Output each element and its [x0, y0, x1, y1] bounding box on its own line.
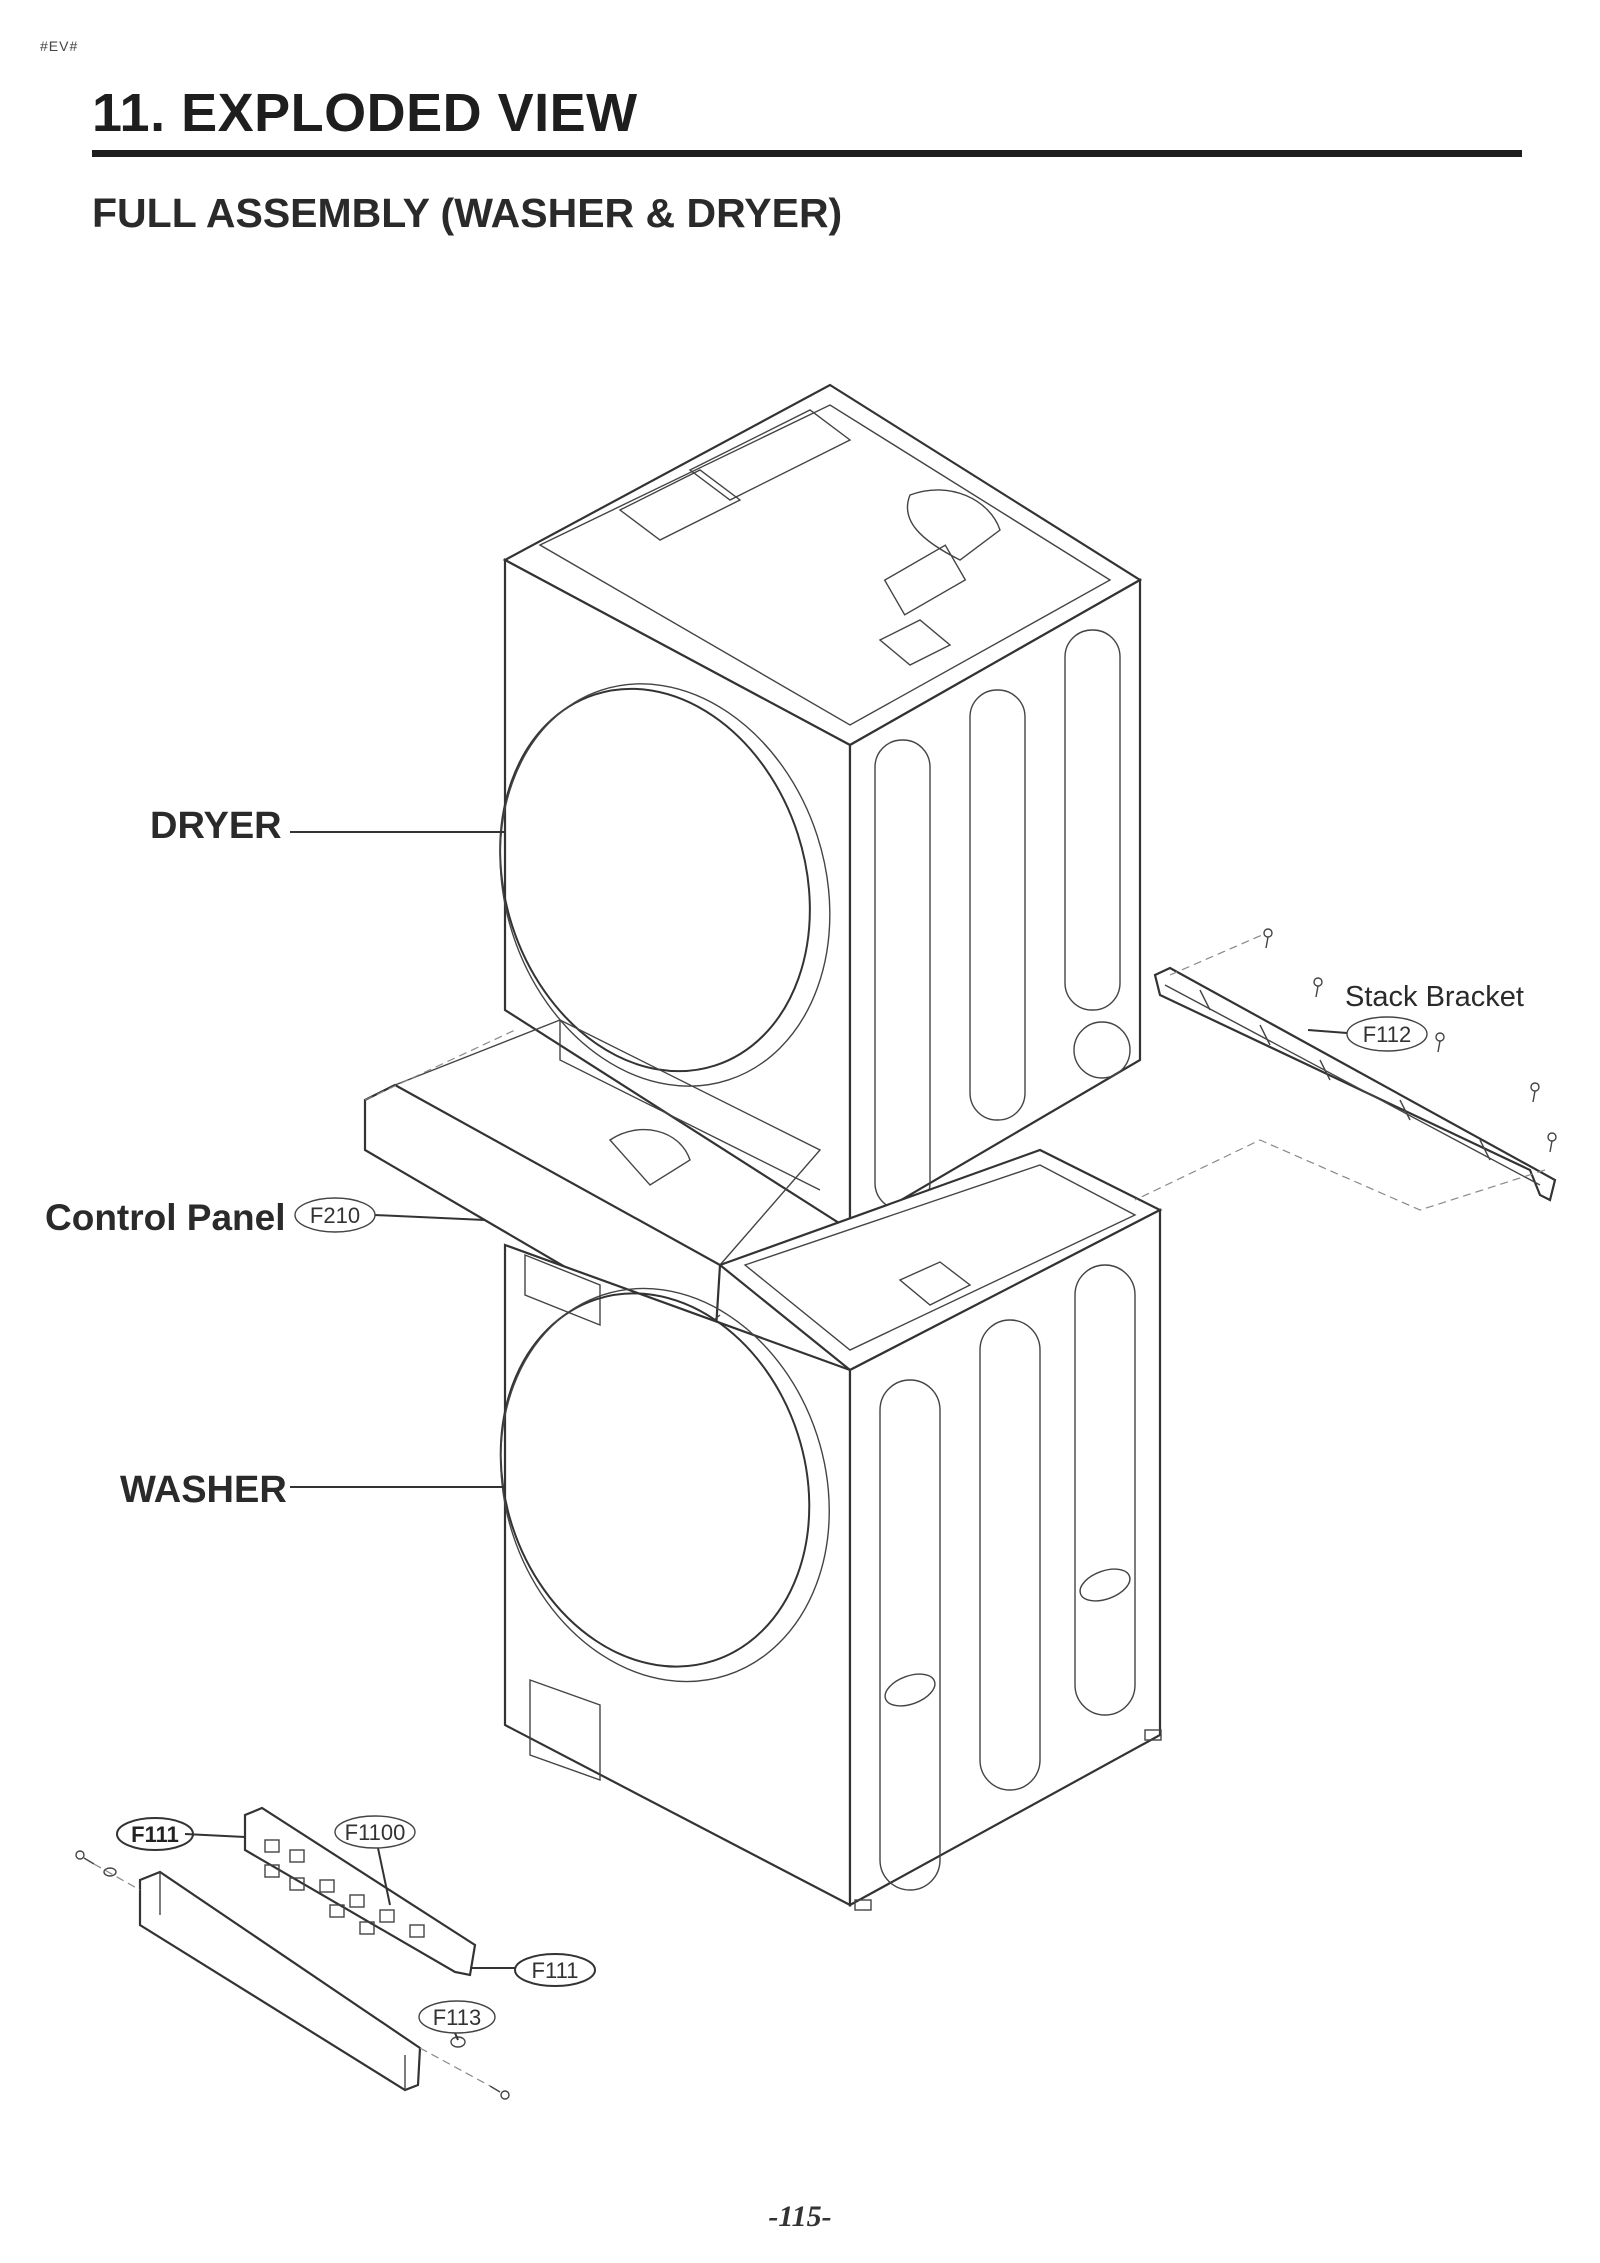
- f112-callout: [1346, 1016, 1428, 1052]
- f1100-code: F1100: [345, 1820, 406, 1845]
- f210-callout: [294, 1197, 376, 1233]
- document-tag: #EV#: [40, 38, 79, 54]
- f1100-leader: [377, 1847, 391, 1906]
- dryer-unit: [499, 383, 1143, 1233]
- page-number: -115-: [768, 2200, 832, 2233]
- page-title: 11. EXPLODED VIEW: [92, 83, 638, 143]
- f113-callout: [418, 2000, 496, 2034]
- washer-unit: [499, 1148, 1163, 1911]
- f113-leader: [454, 2032, 459, 2041]
- f113-code: F113: [433, 2005, 482, 2030]
- stack-bracket-part: [1134, 928, 1557, 1211]
- page-subtitle: FULL ASSEMBLY (WASHER & DRYER): [92, 190, 843, 236]
- title-rule: [92, 150, 1522, 157]
- stack-bracket-leader: [1307, 1029, 1348, 1034]
- kick-panel-part: [75, 1806, 510, 2100]
- f111-right-code: F111: [532, 1958, 579, 1983]
- control-panel-leader: [374, 1214, 486, 1221]
- f112-code: F112: [1363, 1022, 1412, 1047]
- dryer-label: DRYER: [150, 805, 282, 847]
- control-panel-label: Control Panel: [45, 1197, 286, 1238]
- washer-label: WASHER: [120, 1469, 287, 1511]
- f111-left-leader: [184, 1833, 246, 1838]
- f111-left-code: F111: [131, 1822, 179, 1847]
- f111-left-callout: [116, 1817, 194, 1851]
- stack-bracket-label: Stack Bracket: [1345, 981, 1524, 1013]
- f1100-callout: [334, 1815, 416, 1849]
- f210-code: F210: [310, 1203, 360, 1228]
- f111-right-callout: [514, 1953, 596, 1987]
